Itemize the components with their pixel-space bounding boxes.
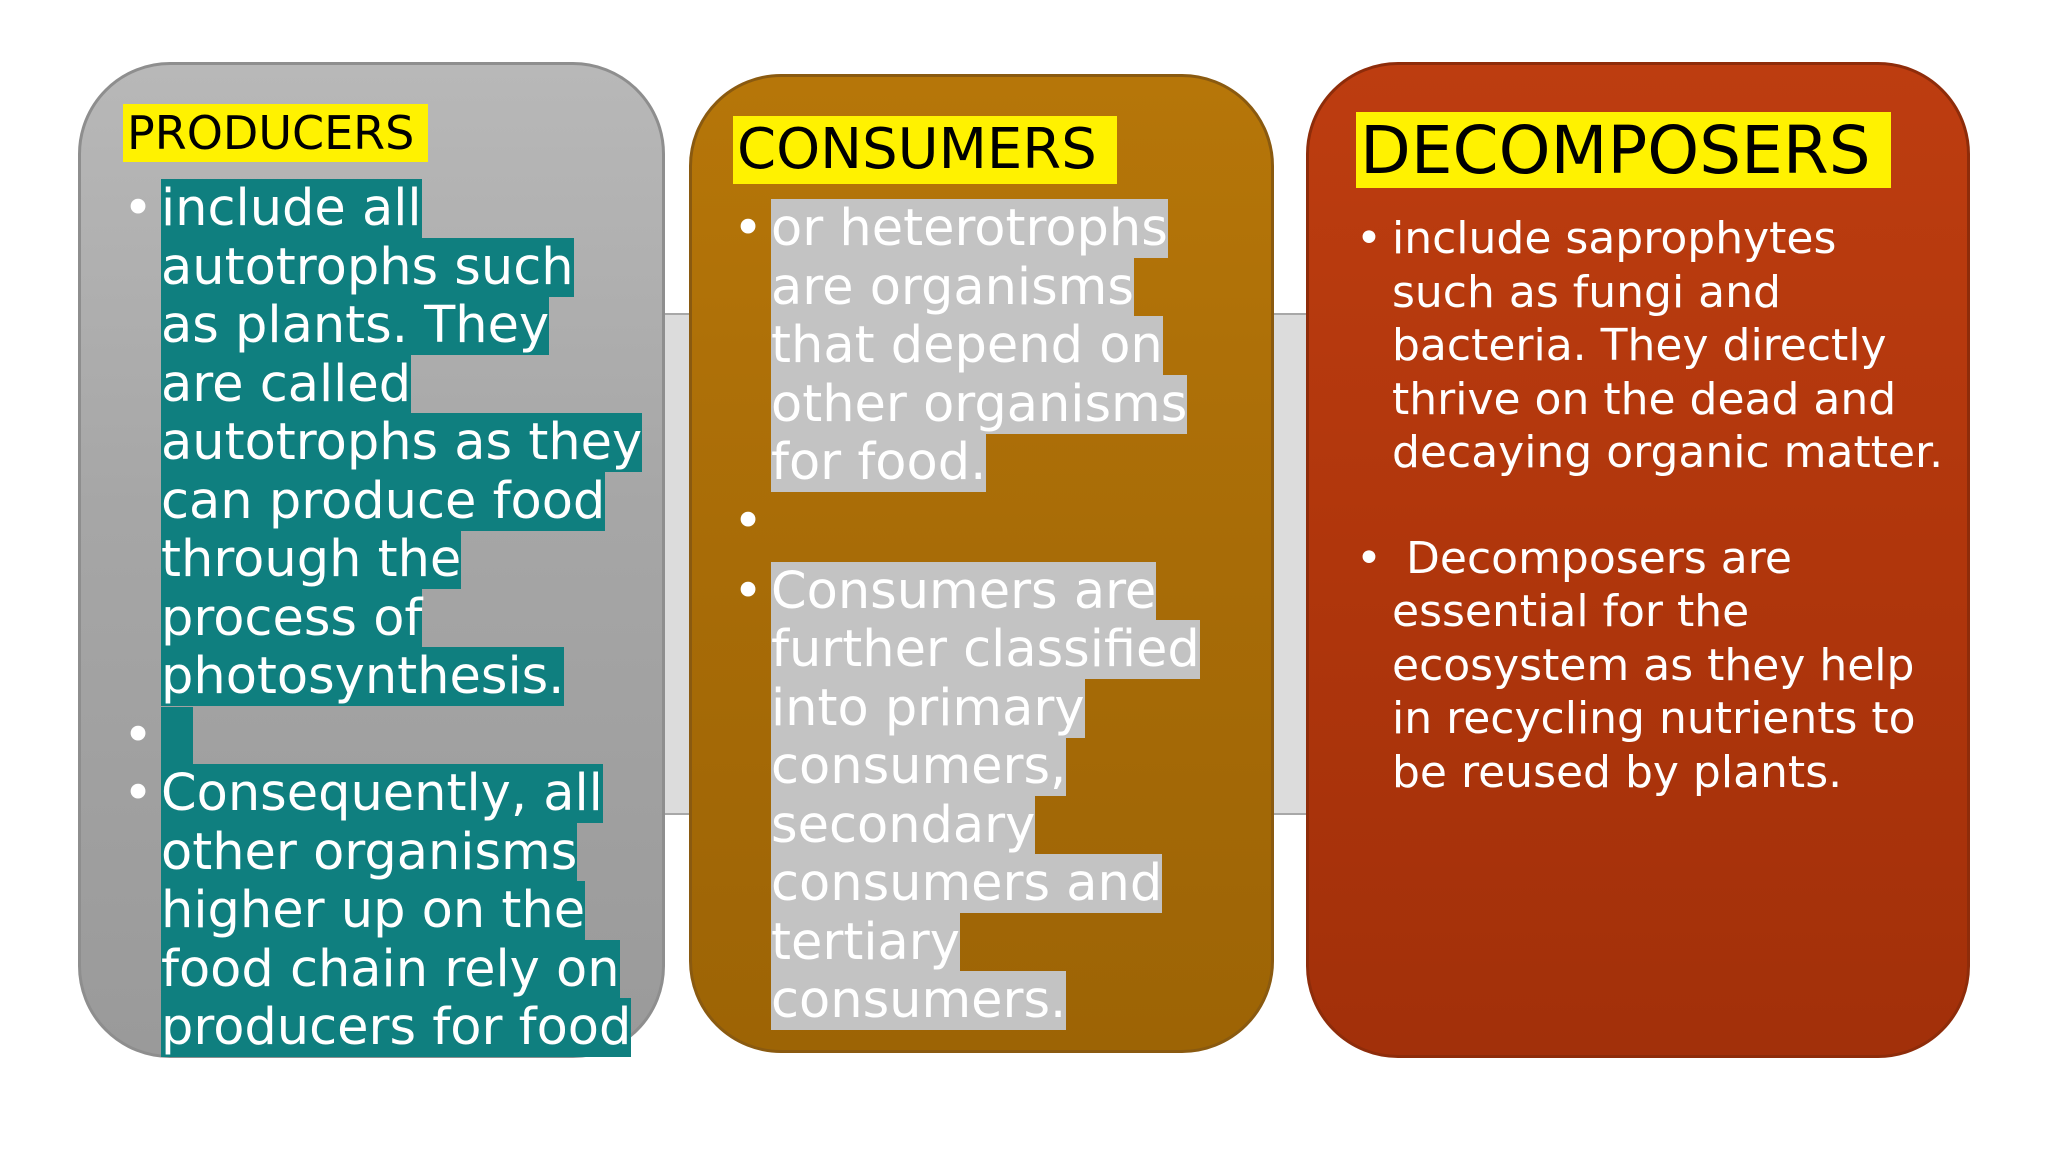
list-item: • Decomposers are essential for the ecos… bbox=[1356, 532, 1946, 800]
list-item: • include all autotrophs such as plants.… bbox=[123, 179, 643, 707]
producers-item-2 bbox=[161, 706, 193, 765]
producers-title: PRODUCERS bbox=[123, 104, 429, 162]
list-item: • include saprophytes such as fungi and … bbox=[1356, 212, 1946, 480]
consumers-title: CONSUMERS bbox=[733, 116, 1117, 184]
bullet-icon: • bbox=[123, 764, 154, 823]
connector-consumers-decomposers bbox=[1270, 313, 1310, 815]
consumers-item-3: Consumers are further classified into pr… bbox=[771, 561, 1200, 1030]
decomposers-item-1: include saprophytes such as fungi and ba… bbox=[1392, 213, 1944, 478]
consumers-item-1: or heterotrophs are organisms that depen… bbox=[771, 199, 1188, 492]
consumers-list: • or heterotrophs are organisms that dep… bbox=[733, 199, 1238, 1031]
decomposers-card bbox=[1306, 62, 1970, 1058]
list-item: • bbox=[733, 491, 1238, 551]
list-item: • Consequently, all other organisms high… bbox=[123, 764, 643, 1058]
decomposers-item-2: Decomposers are essential for the ecosys… bbox=[1392, 532, 1930, 798]
list-item: • Consumers are further classified into … bbox=[733, 561, 1238, 1031]
decomposers-title: DECOMPOSERS bbox=[1356, 112, 1891, 188]
bullet-icon: • bbox=[733, 199, 764, 258]
bullet-icon: • bbox=[1356, 532, 1382, 584]
list-item: • or heterotrophs are organisms that dep… bbox=[733, 199, 1238, 493]
producers-list: • include all autotrophs such as plants.… bbox=[123, 179, 643, 1058]
bullet-icon: • bbox=[733, 561, 764, 621]
bullet-icon: • bbox=[733, 491, 764, 551]
producers-item-3: Consequently, all other organisms higher… bbox=[161, 764, 632, 1057]
bullet-icon: • bbox=[123, 705, 154, 765]
producers-item-1: include all autotrophs such as plants. T… bbox=[161, 179, 643, 706]
list-item: • bbox=[123, 705, 643, 766]
decomposers-list: • include saprophytes such as fungi and … bbox=[1356, 212, 1946, 799]
bullet-icon: • bbox=[123, 179, 154, 238]
connector-producers-consumers bbox=[660, 313, 694, 815]
bullet-icon: • bbox=[1356, 213, 1382, 264]
